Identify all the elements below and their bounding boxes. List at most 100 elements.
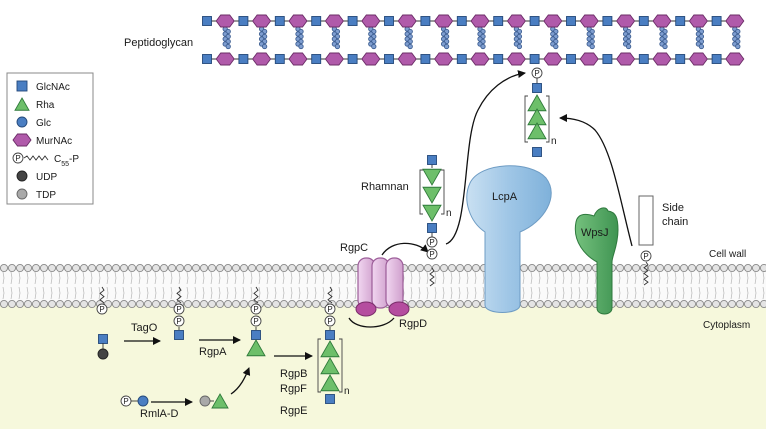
lipid-head-outer: [191, 263, 201, 273]
lipid-tail-inner: [754, 286, 757, 300]
lipid-tail-outer: [642, 271, 645, 285]
lipid-head-inner: [519, 299, 529, 309]
rha-triangle: [422, 186, 442, 204]
legend-item-glcnac: GlcNAc: [16, 80, 70, 93]
murnac-hexagon: [288, 14, 308, 28]
lipid-tail-outer: [282, 271, 285, 285]
peptide-bead: [334, 43, 341, 50]
lipid-head-inner: [239, 299, 249, 309]
repeat-bracket-right: [546, 95, 550, 143]
glcnac-square: [384, 54, 394, 64]
lipid-tail-outer: [162, 271, 165, 285]
lipid-tail-inner: [626, 286, 629, 300]
glcnac-square: [311, 54, 322, 64]
glcnac-square: [274, 54, 285, 64]
glcnac-square: [202, 16, 212, 26]
lipid-tail-outer: [714, 271, 717, 285]
repeat-bracket-left: [419, 169, 423, 215]
lipid-head-inner: [551, 299, 561, 309]
glcnac-square: [711, 16, 722, 26]
legend-label: UDP: [36, 172, 57, 183]
lipid-tail-outer: [698, 271, 701, 285]
rha-triangle: [14, 97, 30, 111]
lipid-head-inner: [55, 299, 65, 309]
lipid-tail-inner: [418, 286, 421, 300]
lipid-head-inner: [119, 299, 129, 309]
lipid-head-outer: [175, 263, 185, 273]
lipid-tail-outer: [258, 271, 261, 285]
lipid-head-outer: [39, 263, 49, 273]
glcnac-square: [174, 330, 184, 340]
phosphate-circle: [640, 250, 652, 262]
lipid-tail-outer: [210, 271, 213, 285]
lipid-tail-inner: [66, 286, 69, 300]
murnac-hexagon: [288, 52, 308, 66]
lipid-head-inner: [687, 299, 697, 309]
lipid-head-outer: [719, 263, 729, 273]
lipid-head-outer: [79, 263, 89, 273]
lipid-head-inner: [223, 299, 233, 309]
lipid-head-outer: [663, 263, 673, 273]
lipid-head-inner: [615, 299, 625, 309]
lipid-tail-inner: [450, 286, 453, 300]
lipid-tail-inner: [634, 286, 637, 300]
lipid-tail-outer: [434, 271, 437, 285]
lipid-tail-inner: [458, 286, 461, 300]
lipid-head-outer: [671, 263, 681, 273]
lipid-tail-outer: [330, 271, 333, 285]
lipid-head-outer: [735, 263, 745, 273]
lipid-head-outer: [151, 263, 161, 273]
lipid-tail-outer: [410, 271, 413, 285]
lipid-tail-inner: [570, 286, 573, 300]
tago-label: TagO: [131, 322, 158, 334]
murnac-hexagon: [543, 52, 563, 66]
lipid-tail-outer: [706, 271, 709, 285]
lipid-tail-outer: [66, 271, 69, 285]
phosphate-circle: [250, 315, 262, 327]
lipid-tail-outer: [442, 271, 445, 285]
rha-triangle: [320, 340, 340, 358]
tdp-circle: [199, 395, 211, 407]
glc-circle: [137, 395, 149, 407]
lipid-tail-inner: [298, 286, 301, 300]
lipid-tail-inner: [106, 286, 109, 300]
glcnac-square: [675, 54, 686, 64]
phosphate-label: P: [429, 238, 434, 247]
glcnac-square: [16, 80, 28, 92]
lipid-tail-outer: [538, 271, 541, 285]
lipid-tail-outer: [218, 271, 221, 285]
peptide-bead: [698, 43, 705, 50]
lipid-head-inner: [167, 299, 177, 309]
side-chain-box: [638, 195, 654, 246]
lipid-tail-outer: [634, 271, 637, 285]
lipid-head-outer: [439, 263, 449, 273]
lipid-tail-inner: [18, 286, 21, 300]
lipid-head-outer: [687, 263, 697, 273]
lipid-tail-outer: [650, 271, 653, 285]
murnac-hexagon: [434, 52, 454, 66]
lipid-tail: [176, 286, 182, 304]
phosphate-circle: [173, 315, 185, 327]
lipid-head-inner: [663, 299, 673, 309]
lipid-head-inner: [695, 299, 705, 309]
lipid-tail-outer: [306, 271, 309, 285]
repeat-bracket-left: [524, 95, 528, 143]
lipid-tail-inner: [714, 286, 717, 300]
lipid-head-outer: [751, 263, 761, 273]
lipid-head-outer: [743, 263, 753, 273]
glcnac-square: [566, 54, 576, 64]
lipid-head-outer: [423, 263, 433, 273]
lipid-head-outer: [7, 263, 17, 273]
repeat-bracket-left: [317, 338, 321, 393]
lipid-tail-inner: [90, 286, 93, 300]
lipid-head-inner: [111, 299, 121, 309]
lipid-tail-inner: [218, 286, 221, 300]
glcnac-square: [202, 54, 212, 64]
lipid-tail-outer: [98, 271, 101, 285]
lipid-tail-inner: [138, 286, 141, 300]
phosphate-label: P: [327, 305, 332, 314]
lipid-head-outer: [31, 263, 41, 273]
glcnac-square: [420, 54, 431, 64]
repeat-n-label: n: [446, 208, 452, 219]
lcpa-protein: [466, 165, 552, 313]
